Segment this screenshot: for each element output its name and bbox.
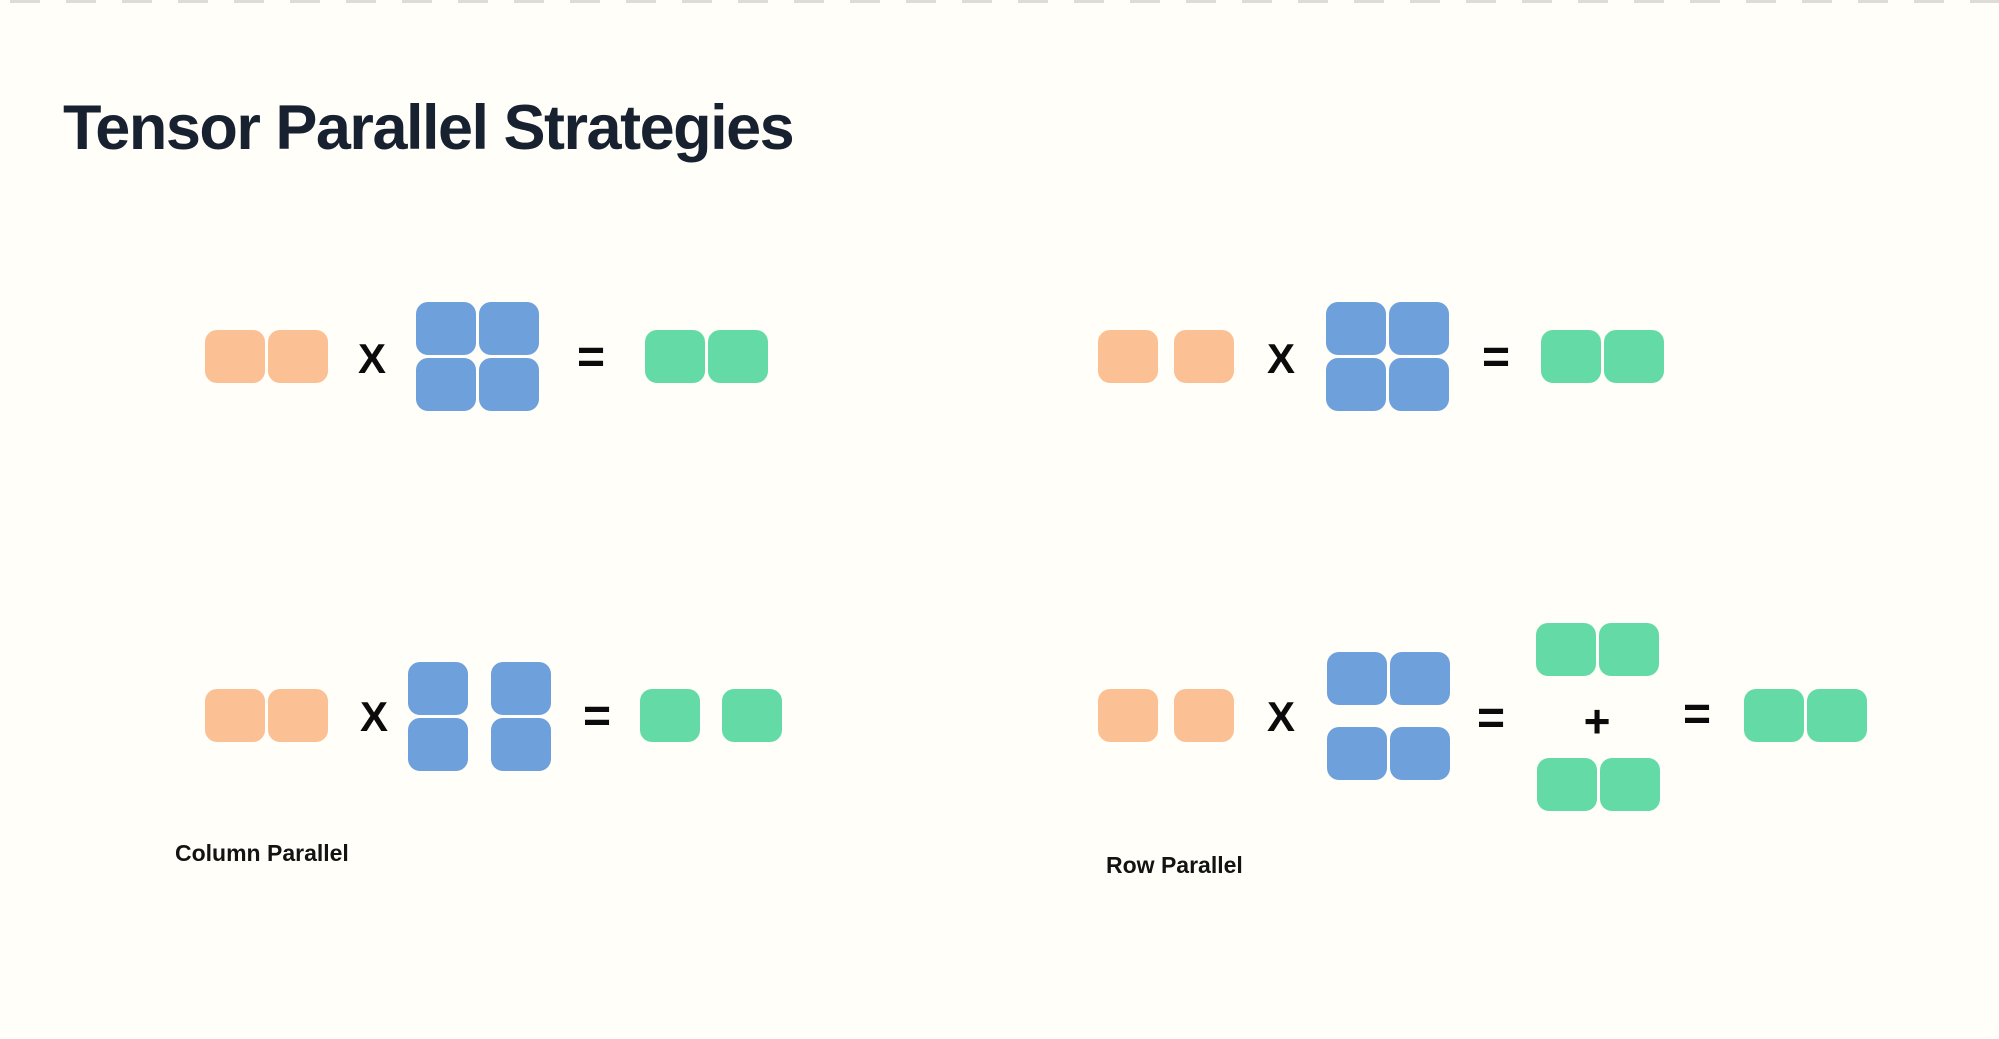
output-block: [1807, 689, 1867, 742]
input-block: [1098, 689, 1158, 742]
weight-block: [416, 358, 476, 411]
equals-symbol: =: [576, 331, 606, 384]
plus-symbol: +: [1583, 695, 1611, 747]
weight-block: [491, 718, 551, 771]
input-block: [1098, 330, 1158, 383]
weight-block: [408, 718, 468, 771]
equals-symbol: =: [582, 690, 612, 743]
column-parallel-label: Column Parallel: [175, 840, 349, 866]
input-block: [1174, 689, 1234, 742]
equals-symbol: =: [1476, 692, 1506, 745]
output-block: [1536, 623, 1596, 676]
output-block: [1537, 758, 1597, 811]
top-dashed-border: [10, 0, 1999, 3]
weight-block: [408, 662, 468, 715]
input-row: [1098, 330, 1234, 383]
weight-block: [1326, 302, 1386, 355]
output-row: [645, 330, 768, 383]
weight-block: [1326, 358, 1386, 411]
weight-block: [416, 302, 476, 355]
weight-block: [1389, 302, 1449, 355]
input-block: [205, 330, 265, 383]
multiply-symbol: X: [357, 335, 387, 382]
partial-output-row-top: [1536, 623, 1659, 676]
output-row: [1541, 330, 1664, 383]
page-title: Tensor Parallel Strategies: [63, 93, 795, 164]
weight-matrix-row-split: [1327, 652, 1450, 780]
weight-matrix: [416, 302, 539, 411]
input-row: [205, 330, 328, 383]
output-row-split: [640, 689, 782, 742]
input-row: [205, 689, 328, 742]
weight-block: [1389, 358, 1449, 411]
output-block: [645, 330, 705, 383]
weight-block: [1390, 652, 1450, 705]
output-block: [640, 689, 700, 742]
weight-matrix: [1326, 302, 1449, 411]
equals-symbol: =: [1682, 688, 1712, 741]
row-parallel-label: Row Parallel: [1106, 852, 1243, 878]
output-row: [1744, 689, 1867, 742]
input-row: [1098, 689, 1234, 742]
input-block: [268, 689, 328, 742]
weight-block: [1327, 652, 1387, 705]
multiply-symbol: X: [359, 693, 389, 740]
weight-block: [479, 358, 539, 411]
output-block: [1604, 330, 1664, 383]
output-block: [708, 330, 768, 383]
input-block: [268, 330, 328, 383]
partial-output-row-bottom: [1537, 758, 1660, 811]
input-block: [205, 689, 265, 742]
weight-block: [491, 662, 551, 715]
output-block: [1600, 758, 1660, 811]
equals-symbol: =: [1481, 331, 1511, 384]
weight-block: [1390, 727, 1450, 780]
weight-block: [479, 302, 539, 355]
weight-matrix-column-split: [408, 662, 551, 771]
output-block: [1541, 330, 1601, 383]
input-block: [1174, 330, 1234, 383]
multiply-symbol: X: [1266, 335, 1296, 382]
weight-block: [1327, 727, 1387, 780]
output-block: [1744, 689, 1804, 742]
output-block: [722, 689, 782, 742]
output-block: [1599, 623, 1659, 676]
multiply-symbol: X: [1266, 693, 1296, 740]
